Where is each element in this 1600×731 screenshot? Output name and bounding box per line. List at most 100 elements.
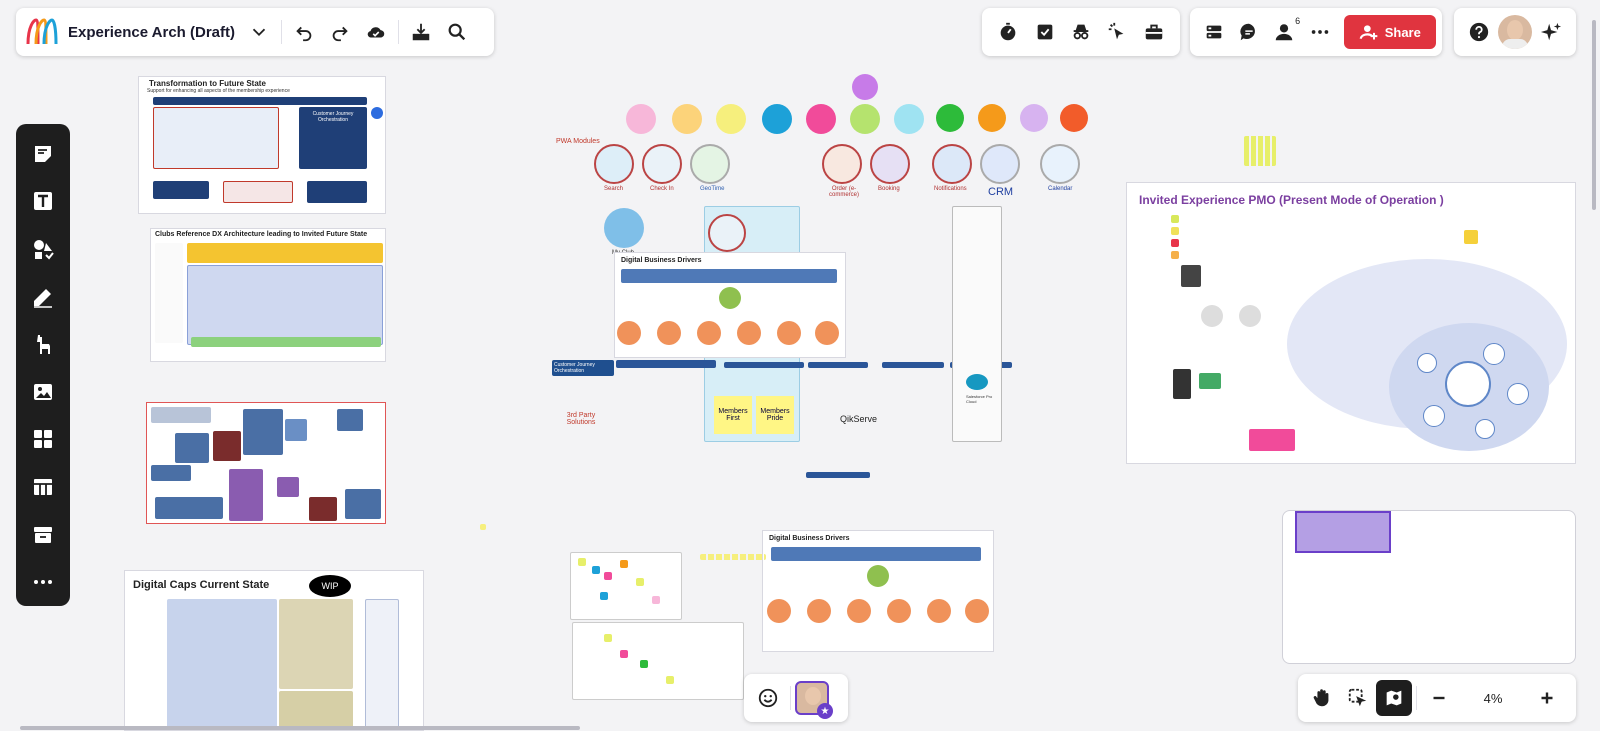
text-tool[interactable] bbox=[23, 182, 63, 222]
diagram-block bbox=[806, 472, 870, 478]
zoom-out-icon[interactable] bbox=[1421, 680, 1457, 716]
navigation-bar: 4% bbox=[1298, 674, 1576, 722]
pwa-modules-label: PWA Modules bbox=[556, 138, 600, 145]
frame-title: Digital Caps Current State bbox=[133, 579, 270, 591]
zoom-in-icon[interactable] bbox=[1529, 680, 1565, 716]
frame-digital-drivers-2[interactable]: Digital Business Drivers bbox=[762, 530, 994, 652]
diagram-block bbox=[279, 599, 353, 689]
sticky-note bbox=[578, 558, 586, 566]
vertical-scrollbar[interactable] bbox=[1592, 20, 1596, 210]
attention-cursor-icon[interactable] bbox=[1099, 14, 1135, 50]
sticky-cluster bbox=[570, 552, 682, 620]
frame-reference-architecture[interactable]: Clubs Reference DX Architecture leading … bbox=[150, 228, 386, 362]
horizontal-scrollbar[interactable] bbox=[20, 726, 580, 730]
image-thumb bbox=[1199, 373, 1221, 389]
module-icon bbox=[870, 144, 910, 184]
private-mode-icon[interactable] bbox=[1063, 14, 1099, 50]
driver-node bbox=[807, 599, 831, 623]
sticky-note bbox=[620, 650, 628, 658]
avatar[interactable] bbox=[1497, 15, 1532, 49]
more-icon[interactable] bbox=[1302, 14, 1337, 50]
board-layers-icon[interactable] bbox=[1196, 14, 1231, 50]
sticky-note-tool[interactable] bbox=[23, 134, 63, 174]
image-thumb bbox=[1181, 265, 1201, 287]
timer-icon[interactable] bbox=[990, 14, 1026, 50]
share-toolbar: 6 Share bbox=[1190, 8, 1442, 56]
board-title[interactable]: Experience Arch (Draft) bbox=[68, 23, 235, 41]
templates-tool[interactable] bbox=[23, 324, 63, 364]
frame-pmo[interactable]: Invited Experience PMO (Present Mode of … bbox=[1126, 182, 1576, 464]
chevron-down-icon[interactable] bbox=[241, 14, 277, 50]
journey-node bbox=[1507, 383, 1529, 405]
color-circle bbox=[894, 104, 924, 134]
journey-node bbox=[1475, 419, 1495, 439]
diagram-block bbox=[175, 433, 209, 463]
share-button[interactable]: Share bbox=[1343, 15, 1436, 49]
more-tools[interactable] bbox=[23, 562, 63, 602]
select-tool-icon[interactable] bbox=[1340, 680, 1376, 716]
journey-box bbox=[552, 360, 614, 376]
hand-tool-icon[interactable] bbox=[1304, 680, 1340, 716]
undo-icon[interactable] bbox=[286, 14, 322, 50]
zoom-level[interactable]: 4% bbox=[1483, 690, 1503, 706]
cloud-saved-icon[interactable] bbox=[358, 14, 394, 50]
driver-node bbox=[617, 321, 641, 345]
driver-node bbox=[927, 599, 951, 623]
frame-digital-caps[interactable]: Digital Caps Current State WIP bbox=[124, 570, 424, 731]
table-tool[interactable] bbox=[23, 467, 63, 507]
board-header: Experience Arch (Draft) bbox=[16, 8, 494, 56]
frame-tool[interactable] bbox=[23, 515, 63, 555]
frame-digital-drivers[interactable]: Digital Business Drivers bbox=[614, 252, 846, 358]
creation-toolbar bbox=[16, 124, 70, 606]
module-label: Check In bbox=[650, 186, 674, 192]
ai-sparkle-icon[interactable] bbox=[1533, 14, 1569, 50]
sticky-note bbox=[604, 572, 612, 580]
avatar-head bbox=[1506, 20, 1523, 40]
minimap[interactable] bbox=[1282, 510, 1576, 664]
divider bbox=[790, 686, 791, 710]
module-label: Notifications bbox=[934, 186, 967, 192]
frame-system-diagram[interactable] bbox=[146, 402, 386, 524]
sticky-cluster bbox=[1244, 136, 1276, 166]
more-icon bbox=[34, 580, 52, 585]
voting-icon[interactable] bbox=[1027, 14, 1063, 50]
comment-icon[interactable] bbox=[1231, 14, 1266, 50]
color-circle bbox=[1020, 104, 1048, 132]
diagram-block bbox=[187, 265, 383, 345]
upload-tool[interactable] bbox=[23, 372, 63, 412]
frame-transformation[interactable]: Transformation to Future State Support f… bbox=[138, 76, 386, 214]
sticky-row bbox=[700, 554, 766, 560]
miro-logo[interactable] bbox=[24, 16, 60, 48]
toolkit-icon[interactable] bbox=[1136, 14, 1172, 50]
driver-node bbox=[867, 565, 889, 587]
minimap-toggle-icon[interactable] bbox=[1376, 680, 1412, 716]
help-icon[interactable] bbox=[1461, 14, 1497, 50]
search-icon[interactable] bbox=[439, 14, 475, 50]
diagram-block bbox=[309, 497, 337, 521]
color-circle bbox=[978, 104, 1006, 132]
sticky-note bbox=[640, 660, 648, 668]
sticky-note bbox=[592, 566, 600, 574]
minimap-viewport[interactable] bbox=[1295, 511, 1391, 553]
emoji-reaction-icon[interactable] bbox=[750, 680, 786, 716]
redo-icon[interactable] bbox=[322, 14, 358, 50]
module-icon bbox=[822, 144, 862, 184]
diagram-block bbox=[771, 547, 981, 561]
export-icon[interactable] bbox=[403, 14, 439, 50]
help-toolbar bbox=[1454, 8, 1576, 56]
diagram-block bbox=[307, 181, 367, 203]
shapes-tool[interactable] bbox=[23, 229, 63, 269]
color-circle bbox=[850, 104, 880, 134]
frame-title: Transformation to Future State bbox=[149, 79, 266, 88]
color-circle bbox=[806, 104, 836, 134]
my-club-icon bbox=[604, 208, 644, 248]
presenter-avatar[interactable]: ★ bbox=[795, 681, 833, 719]
apps-tool[interactable] bbox=[23, 420, 63, 460]
color-circle bbox=[1060, 104, 1088, 132]
module-label: Order (e-commerce) bbox=[828, 186, 859, 198]
sticky-note bbox=[600, 592, 608, 600]
pen-tool[interactable] bbox=[23, 277, 63, 317]
collaborators-icon[interactable]: 6 bbox=[1267, 14, 1302, 50]
journey-box-label: Customer Journey Orchestration bbox=[312, 111, 354, 123]
